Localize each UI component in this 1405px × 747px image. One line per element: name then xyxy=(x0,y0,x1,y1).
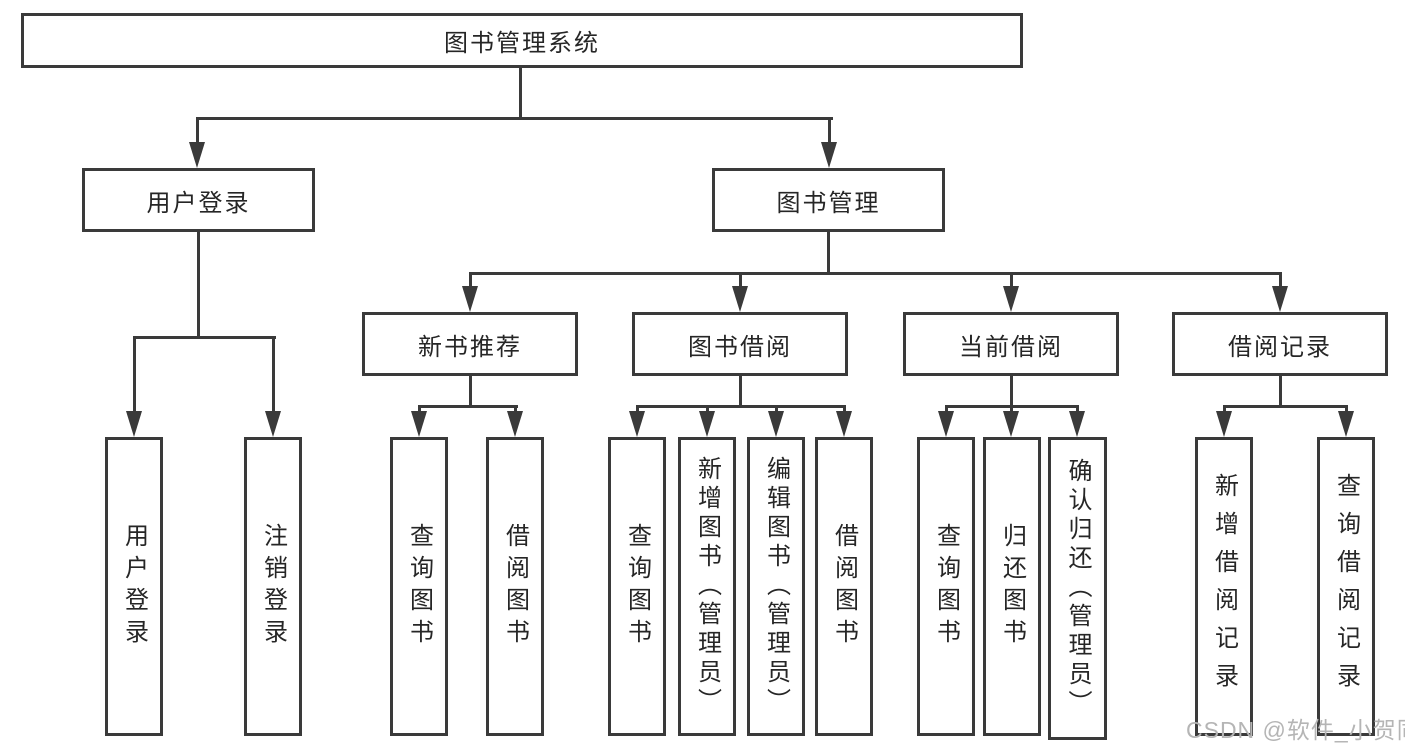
arrow-down-icon xyxy=(1272,286,1288,312)
arrow-down-icon xyxy=(821,142,837,168)
leaf-query-books-current-label: 查询图书 xyxy=(932,522,960,651)
connector-line xyxy=(197,232,200,339)
leaf-add-borrow-record: 新增借阅记录 xyxy=(1195,437,1253,736)
leaf-return-books-label: 归还图书 xyxy=(998,522,1026,651)
node-root-label: 图书管理系统 xyxy=(444,30,600,57)
arrow-down-icon xyxy=(462,286,478,312)
leaf-query-borrow-record-label: 查询借阅记录 xyxy=(1332,472,1360,701)
arrow-down-icon xyxy=(1216,411,1232,437)
node-user-login: 用户登录 xyxy=(82,168,315,232)
arrow-down-icon xyxy=(126,411,142,437)
node-book-management: 图书管理 xyxy=(712,168,945,232)
connector-line xyxy=(196,117,199,147)
leaf-query-books-borrowing: 查询图书 xyxy=(608,437,666,736)
connector-line xyxy=(519,68,522,120)
arrow-down-icon xyxy=(1003,411,1019,437)
arrow-down-icon xyxy=(732,286,748,312)
connector-line xyxy=(1010,376,1013,408)
connector-line xyxy=(469,272,472,292)
node-book-borrowing-label: 图书借阅 xyxy=(688,333,792,361)
leaf-add-book-admin-label: 新增图书（管理员） xyxy=(693,456,721,717)
leaf-query-books-recommend-label: 查询图书 xyxy=(405,522,433,651)
node-current-borrowing-label: 当前借阅 xyxy=(959,333,1063,361)
connector-line xyxy=(272,336,275,416)
arrow-down-icon xyxy=(1003,286,1019,312)
leaf-edit-book-admin-label: 编辑图书（管理员） xyxy=(762,456,790,717)
leaf-borrow-books-recommend-label: 借阅图书 xyxy=(501,522,529,651)
leaf-confirm-return-admin: 确认归还（管理员） xyxy=(1048,437,1107,740)
arrow-down-icon xyxy=(768,411,784,437)
arrow-down-icon xyxy=(507,411,523,437)
leaf-borrow-books-recommend: 借阅图书 xyxy=(486,437,544,736)
node-root: 图书管理系统 xyxy=(21,13,1023,68)
leaf-query-books-current: 查询图书 xyxy=(917,437,975,736)
leaf-query-borrow-record: 查询借阅记录 xyxy=(1317,437,1375,736)
node-new-book-recommendation-label: 新书推荐 xyxy=(418,333,522,361)
connector-line xyxy=(133,336,136,416)
node-book-management-label: 图书管理 xyxy=(776,189,881,217)
arrow-down-icon xyxy=(411,411,427,437)
node-new-book-recommendation: 新书推荐 xyxy=(362,312,578,376)
connector-line xyxy=(1010,272,1013,292)
leaf-return-books: 归还图书 xyxy=(983,437,1041,736)
connector-line xyxy=(1223,405,1348,408)
connector-line xyxy=(828,117,831,147)
leaf-confirm-return-admin-label: 确认归还（管理员） xyxy=(1064,458,1091,719)
arrow-down-icon xyxy=(265,411,281,437)
arrow-down-icon xyxy=(836,411,852,437)
connector-line xyxy=(636,405,846,408)
arrow-down-icon xyxy=(629,411,645,437)
leaf-borrow-books-borrowing: 借阅图书 xyxy=(815,437,873,736)
connector-line xyxy=(739,376,742,408)
arrow-down-icon xyxy=(1338,411,1354,437)
leaf-edit-book-admin: 编辑图书（管理员） xyxy=(747,437,805,736)
arrow-down-icon xyxy=(189,142,205,168)
connector-line xyxy=(469,376,472,408)
connector-line xyxy=(133,336,276,339)
connector-line xyxy=(827,232,830,275)
arrow-down-icon xyxy=(1069,411,1085,437)
leaf-query-books-borrowing-label: 查询图书 xyxy=(623,522,651,651)
node-book-borrowing: 图书借阅 xyxy=(632,312,848,376)
node-user-login-label: 用户登录 xyxy=(146,189,251,217)
leaf-logout-login: 注销登录 xyxy=(244,437,302,736)
leaf-user-login-label: 用户登录 xyxy=(120,522,148,651)
connector-line xyxy=(1279,272,1282,292)
leaf-query-books-recommend: 查询图书 xyxy=(390,437,448,736)
connector-line xyxy=(196,117,833,120)
arrow-down-icon xyxy=(938,411,954,437)
node-current-borrowing: 当前借阅 xyxy=(903,312,1119,376)
connector-line xyxy=(739,272,742,292)
watermark: CSDN @软件_小贺同学 xyxy=(1186,717,1405,743)
connector-line xyxy=(418,405,518,408)
leaf-logout-login-label: 注销登录 xyxy=(259,522,287,651)
leaf-add-book-admin: 新增图书（管理员） xyxy=(678,437,736,736)
leaf-borrow-books-borrowing-label: 借阅图书 xyxy=(830,522,858,651)
node-borrowing-records-label: 借阅记录 xyxy=(1228,333,1332,361)
leaf-user-login: 用户登录 xyxy=(105,437,163,736)
arrow-down-icon xyxy=(699,411,715,437)
leaf-add-borrow-record-label: 新增借阅记录 xyxy=(1210,472,1238,701)
connector-line xyxy=(1279,376,1282,408)
connector-line xyxy=(469,272,1282,275)
node-borrowing-records: 借阅记录 xyxy=(1172,312,1388,376)
